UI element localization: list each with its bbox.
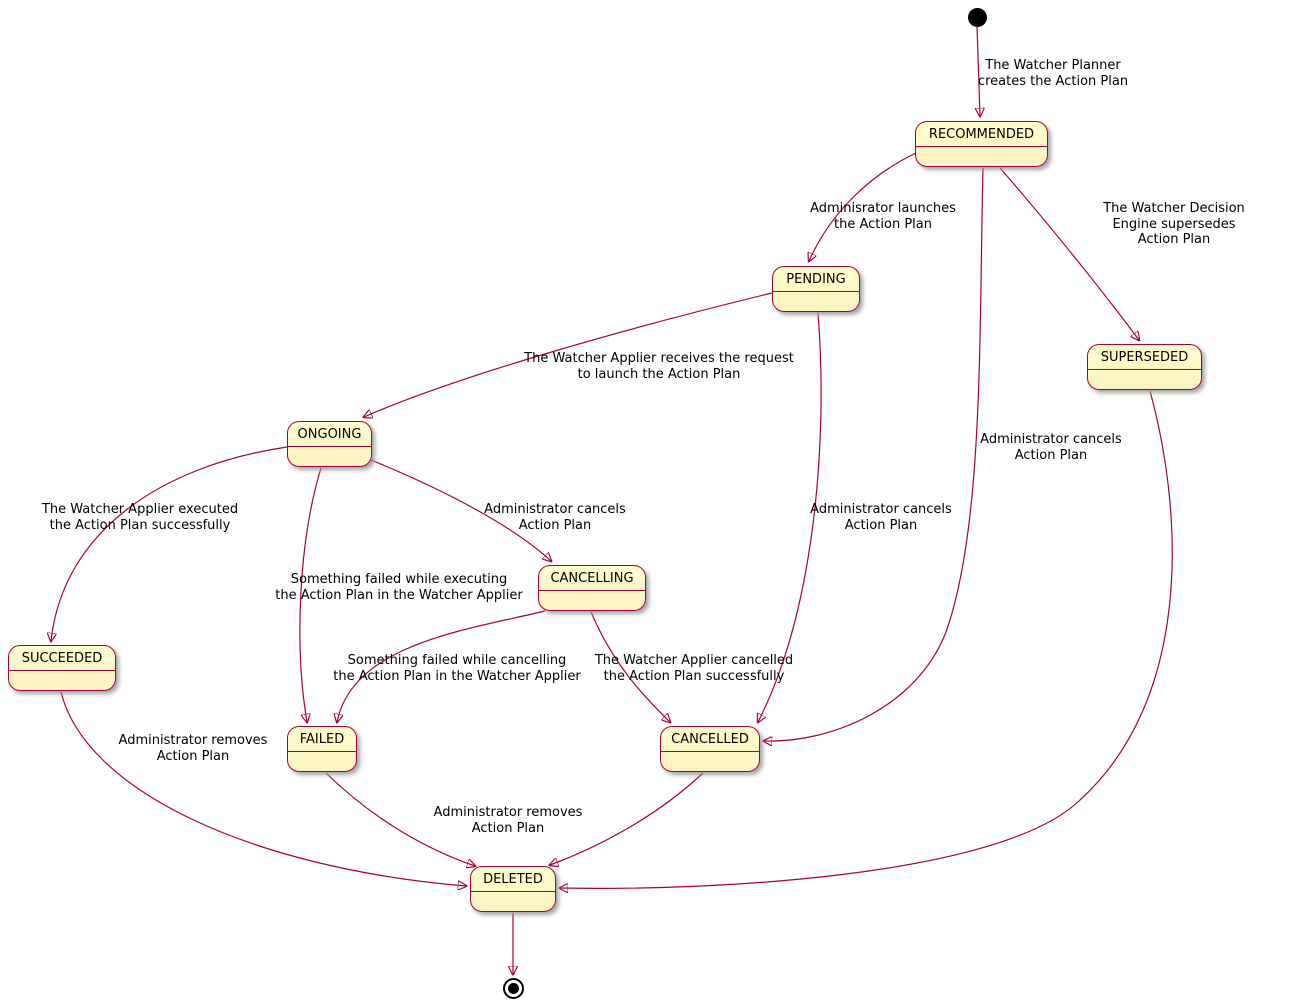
state-failed: FAILED [287, 726, 357, 772]
edge-ongoing-cancelling [370, 459, 551, 561]
edge-label-pending-cancelled: Administrator cancels Action Plan [810, 502, 952, 533]
edge-label-start-recommended: The Watcher Planner creates the Action P… [977, 58, 1129, 89]
edge-recommended-superseded [999, 167, 1139, 340]
state-recommended: RECOMMENDED [915, 121, 1048, 167]
state-deleted-compartment [471, 892, 555, 911]
edge-recommended-cancelled [764, 167, 984, 741]
edge-label-succeeded-deleted: Administrator removes Action Plan [118, 733, 268, 764]
state-cancelled-label: CANCELLED [661, 727, 759, 752]
edge-label-ongoing-failed: Something failed while executing the Act… [275, 572, 523, 603]
edge-cancelling-failed [337, 610, 546, 722]
edge-succeeded-deleted [60, 691, 466, 886]
edge-label-pending-ongoing: The Watcher Applier receives the request… [524, 351, 794, 382]
edge-label-recommended-superseded: The Watcher Decision Engine supersedes A… [1103, 201, 1245, 247]
edge-start-recommended [977, 25, 980, 116]
edge-label-recommended-pending: Adminisrator launches the Action Plan [810, 201, 956, 232]
state-cancelling-label: CANCELLING [539, 566, 645, 591]
edge-recommended-pending [809, 152, 917, 261]
edge-superseded-deleted [560, 390, 1173, 888]
state-cancelling-compartment [539, 591, 645, 610]
state-cancelling: CANCELLING [538, 565, 646, 611]
state-succeeded-label: SUCCEEDED [9, 646, 115, 671]
state-cancelled: CANCELLED [660, 726, 760, 772]
state-recommended-compartment [916, 147, 1047, 166]
state-failed-compartment [288, 752, 356, 771]
edge-label-ongoing-cancelling: Administrator cancels Action Plan [484, 502, 626, 533]
state-superseded: SUPERSEDED [1087, 344, 1202, 390]
edge-cancelled-deleted [550, 772, 704, 865]
state-deleted: DELETED [470, 866, 556, 912]
state-succeeded: SUCCEEDED [8, 645, 116, 691]
edge-ongoing-failed [299, 467, 322, 722]
initial-state-dot [968, 8, 987, 27]
state-recommended-label: RECOMMENDED [916, 122, 1047, 147]
state-cancelled-compartment [661, 752, 759, 771]
edge-cancelling-cancelled [590, 611, 670, 722]
state-succeeded-compartment [9, 671, 115, 690]
edge-pending-ongoing [364, 292, 773, 417]
state-pending-label: PENDING [773, 267, 859, 292]
state-ongoing-compartment [288, 447, 371, 466]
edge-ongoing-succeeded [51, 446, 288, 641]
final-state-dot [503, 978, 524, 999]
final-state-inner-dot [508, 983, 519, 994]
state-deleted-label: DELETED [471, 867, 555, 892]
state-superseded-compartment [1088, 370, 1201, 389]
edge-label-cancelling-cancelled: The Watcher Applier cancelled the Action… [594, 653, 794, 684]
state-pending: PENDING [772, 266, 860, 312]
state-failed-label: FAILED [288, 727, 356, 752]
state-ongoing-label: ONGOING [288, 422, 371, 447]
edge-label-recommended-cancelled: Administrator cancels Action Plan [980, 432, 1122, 463]
state-ongoing: ONGOING [287, 421, 372, 467]
edge-label-cancelling-failed: Something failed while cancelling the Ac… [333, 653, 581, 684]
state-pending-compartment [773, 292, 859, 311]
state-superseded-label: SUPERSEDED [1088, 345, 1201, 370]
edge-pending-cancelled [758, 312, 822, 722]
edge-label-ongoing-succeeded: The Watcher Applier executed the Action … [41, 502, 239, 533]
edge-failed-deleted [325, 772, 475, 866]
edge-label-failed-deleted: Administrator removes Action Plan [433, 805, 583, 836]
